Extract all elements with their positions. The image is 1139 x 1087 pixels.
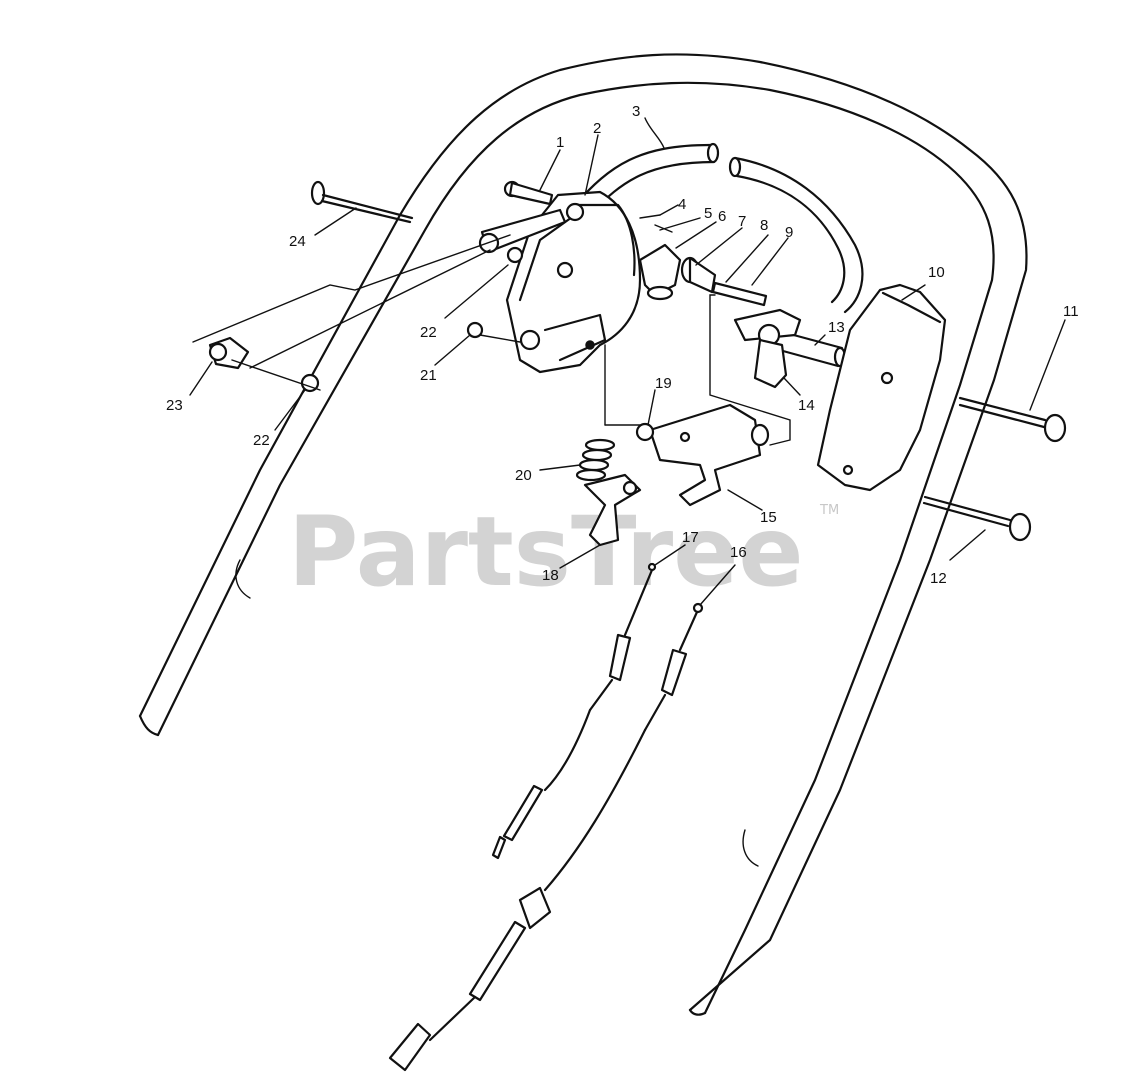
callout-10: 10 xyxy=(928,264,945,281)
callout-1: 1 xyxy=(556,134,564,151)
callout-6: 6 xyxy=(718,208,726,225)
cable-17 xyxy=(491,562,657,860)
callout-3: 3 xyxy=(632,103,640,120)
callout-9: 9 xyxy=(785,224,793,241)
actuator-18 xyxy=(583,473,642,547)
nut-21 xyxy=(466,321,484,339)
callout-24: 24 xyxy=(289,233,306,250)
pin-9 xyxy=(711,281,768,307)
lever-14 xyxy=(753,323,788,389)
callout-22-lower: 22 xyxy=(253,432,270,449)
callout-5: 5 xyxy=(704,205,712,222)
callout-4: 4 xyxy=(678,196,686,213)
callout-11: 11 xyxy=(1063,303,1079,320)
assembly-guides xyxy=(192,234,791,446)
cover-10 xyxy=(816,283,947,492)
callout-23: 23 xyxy=(166,397,183,414)
callout-15: 15 xyxy=(760,509,777,526)
callout-7: 7 xyxy=(738,213,746,230)
callout-13: 13 xyxy=(828,319,845,336)
upper-handle xyxy=(138,53,1028,1016)
carriage-bolt-11 xyxy=(958,396,1067,443)
spring-20 xyxy=(575,438,616,482)
leader-lines xyxy=(189,117,1066,606)
cable-16 xyxy=(388,602,704,1072)
callout-21: 21 xyxy=(420,367,437,384)
callout-2: 2 xyxy=(593,120,601,137)
control-housing xyxy=(505,190,642,374)
callout-22-upper: 22 xyxy=(420,324,437,341)
callout-18: 18 xyxy=(542,567,559,584)
callout-12: 12 xyxy=(930,570,947,587)
callout-17: 17 xyxy=(682,529,699,546)
spacer-23 xyxy=(208,336,250,370)
callout-19: 19 xyxy=(655,375,672,392)
watermark-brand: PartsTree xyxy=(288,496,803,608)
bolt-1 xyxy=(503,180,554,206)
nut-22-lower xyxy=(300,373,320,393)
callout-20: 20 xyxy=(515,467,532,484)
watermark-trademark: TM xyxy=(819,503,839,518)
washer-19 xyxy=(635,422,655,442)
link-arm xyxy=(478,208,567,264)
callout-16: 16 xyxy=(730,544,747,561)
detent-assembly xyxy=(638,214,717,301)
long-bolt-24 xyxy=(310,180,414,224)
carriage-bolt-12 xyxy=(922,495,1032,542)
bracket-15 xyxy=(648,403,770,507)
callout-14: 14 xyxy=(798,397,815,414)
callout-8: 8 xyxy=(760,217,768,234)
callout-labels: 1 2 3 4 5 6 7 8 9 10 11 12 13 14 15 16 1… xyxy=(166,103,1079,587)
